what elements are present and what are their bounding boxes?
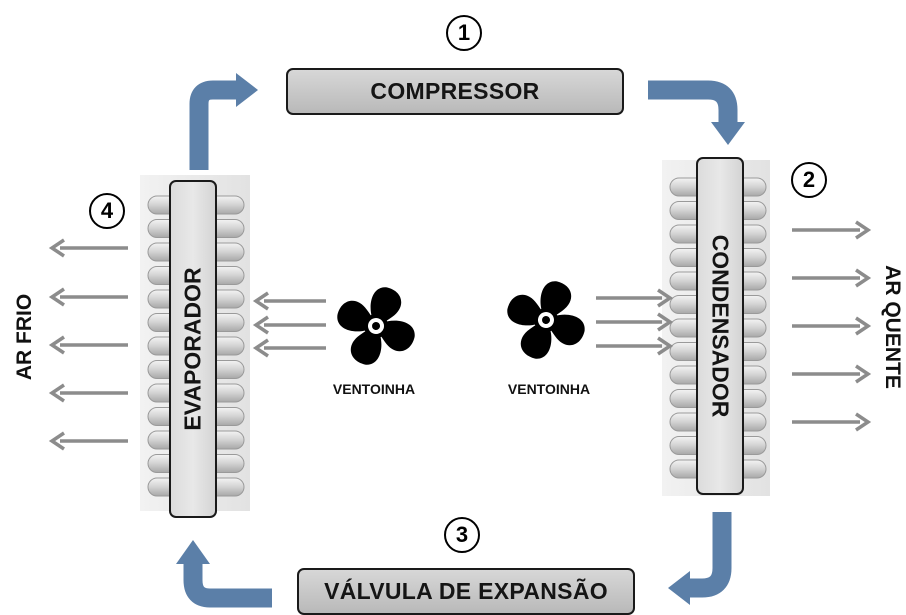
fan-air-arrow <box>596 288 674 308</box>
condenser-box: CONDENSADOR <box>696 157 744 495</box>
cold-air-label: AR FRIO <box>13 293 36 381</box>
step-1-badge: 1 <box>446 15 482 51</box>
step-3-badge: 3 <box>444 517 480 553</box>
flow-arrow-condenser-to-valve <box>668 512 732 605</box>
evaporator-label: EVAPORADOR <box>179 267 206 431</box>
condenser-label: CONDENSADOR <box>707 234 734 418</box>
left-fan-label: VENTOINHA <box>332 381 416 397</box>
cold-air-arrow <box>48 238 128 258</box>
compressor-box: COMPRESSOR <box>286 68 624 115</box>
hot-air-arrow <box>792 364 872 384</box>
fan-air-arrow <box>252 291 326 311</box>
fan-air-arrow <box>596 312 674 332</box>
right-fan-air-arrows <box>596 288 674 356</box>
hot-air-arrows <box>792 220 872 432</box>
cold-air-arrows <box>48 238 128 451</box>
cold-air-arrow <box>48 431 128 451</box>
flow-arrow-compressor-to-condenser <box>648 80 745 145</box>
expansion-valve-box: VÁLVULA DE EXPANSÃO <box>297 568 635 615</box>
hot-air-arrow <box>792 268 872 288</box>
fan-air-arrow <box>252 338 326 358</box>
cold-air-arrow <box>48 383 128 403</box>
hot-air-label: AR QUENTE <box>881 265 904 389</box>
step-2-badge: 2 <box>791 162 827 198</box>
evaporator-box: EVAPORADOR <box>169 180 217 518</box>
fan-air-arrow <box>596 336 674 356</box>
flow-arrow-valve-to-evaporator <box>176 540 272 608</box>
cold-air-arrow <box>48 287 128 307</box>
right-fan-label: VENTOINHA <box>507 381 591 397</box>
step-4-badge: 4 <box>89 193 125 229</box>
hot-air-arrow <box>792 220 872 240</box>
left-fan-air-arrows <box>252 291 326 358</box>
hot-air-arrow <box>792 316 872 336</box>
hot-air-arrow <box>792 412 872 432</box>
left-fan-icon <box>337 287 415 365</box>
flow-arrow-evaporator-to-compressor <box>189 73 258 170</box>
fan-air-arrow <box>252 315 326 335</box>
right-fan-icon <box>507 281 585 359</box>
cold-air-arrow <box>48 335 128 355</box>
